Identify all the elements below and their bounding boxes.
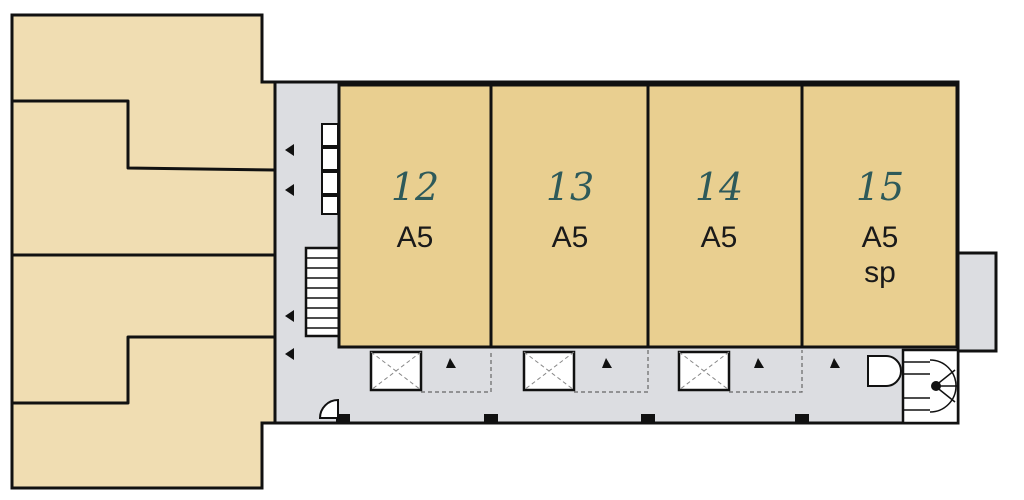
apartment-14[interactable]: 14 A5 [646, 83, 804, 349]
apartment-12[interactable]: 12 A5 [337, 83, 493, 349]
unit-number-13: 13 [546, 165, 594, 209]
unit-type-15: A5 [862, 221, 899, 254]
locker-1 [369, 350, 423, 392]
apartment-13[interactable]: 13 A5 [489, 83, 650, 349]
locker-2 [522, 350, 576, 392]
entry-door [318, 398, 339, 419]
unit-number-14: 14 [695, 165, 743, 209]
corridor-markers [285, 144, 294, 360]
unit-number-12: 12 [391, 165, 439, 209]
stair-left [304, 246, 342, 338]
toilet-niche [867, 355, 902, 387]
drain-symbols [446, 358, 840, 368]
apartment-15[interactable]: 15 A5 sp [800, 83, 959, 349]
locker-3 [677, 350, 731, 392]
bottom-door-markers [336, 414, 809, 424]
unit-type-13: A5 [552, 221, 589, 254]
unit-type-12: A5 [397, 221, 434, 254]
unit-number-15: 15 [856, 165, 904, 209]
unit-note-15: sp [864, 256, 896, 289]
storage-lockers [369, 350, 803, 393]
adjacent-building [10, 13, 277, 490]
unit-type-14: A5 [701, 221, 738, 254]
spiral-stair [901, 348, 960, 425]
storage-racks [321, 123, 339, 215]
